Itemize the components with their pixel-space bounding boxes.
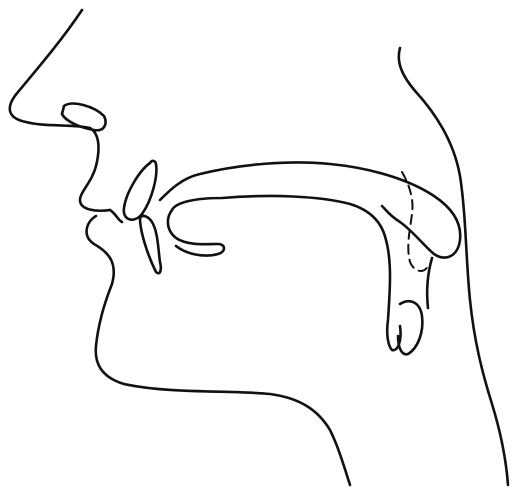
pharynx-wall [399,48,508,485]
epiglottis [398,301,422,354]
tongue-tip [168,210,224,256]
lower-lip-chin [87,216,350,485]
lower-incisor [140,216,161,273]
pharynx-inner-wall [427,258,432,308]
tongue [172,196,401,350]
upper-incisor [124,161,157,220]
upper-lip [110,210,122,222]
